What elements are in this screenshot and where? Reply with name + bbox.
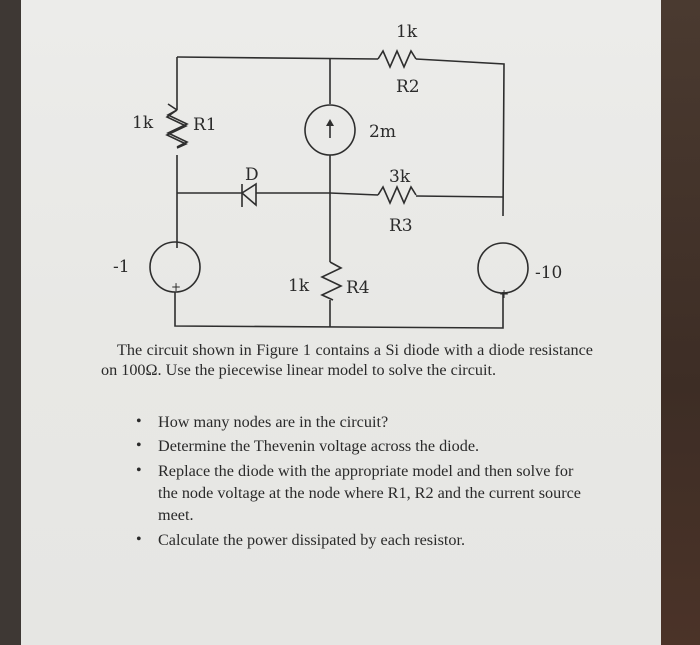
left-source-polarity: + [171,280,181,294]
arrow-up-icon [326,119,334,126]
R2-label: R2 [396,77,420,97]
R4-label: R4 [346,278,370,298]
left-source-value: -1 [113,257,130,277]
question-item: Determine the Thevenin voltage across th… [136,436,596,456]
wire-top-left [176,56,379,60]
wire-bottom [174,292,504,329]
resistor-R2-icon [377,49,417,69]
right-source-polarity: + [499,287,509,301]
R3-value: 3k [389,167,411,187]
R2-value: 1k [396,22,418,42]
right-source-value: -10 [535,263,562,283]
wire-top-right [415,58,505,217]
R1-label: R1 [193,115,217,135]
background-edge [661,0,700,645]
problem-paragraph: The circuit shown in Figure 1 contains a… [101,341,593,379]
R4-value: 1k [288,276,310,296]
current-source-value: 2m [369,122,396,142]
question-item: Replace the diode with the appropriate m… [136,460,596,526]
question-item: How many nodes are in the circuit? [136,412,596,432]
diode-label: D [245,165,259,185]
question-list: How many nodes are in the circuit? Deter… [136,412,596,554]
diode-icon [240,182,257,207]
resistor-R3-icon [377,185,417,205]
R1-value: 1k [132,113,154,133]
voltage-source-right-icon [477,242,529,294]
question-item: Calculate the power dissipated by each r… [136,530,596,550]
R3-label: R3 [389,216,413,236]
resistor-R4-icon [320,261,343,301]
